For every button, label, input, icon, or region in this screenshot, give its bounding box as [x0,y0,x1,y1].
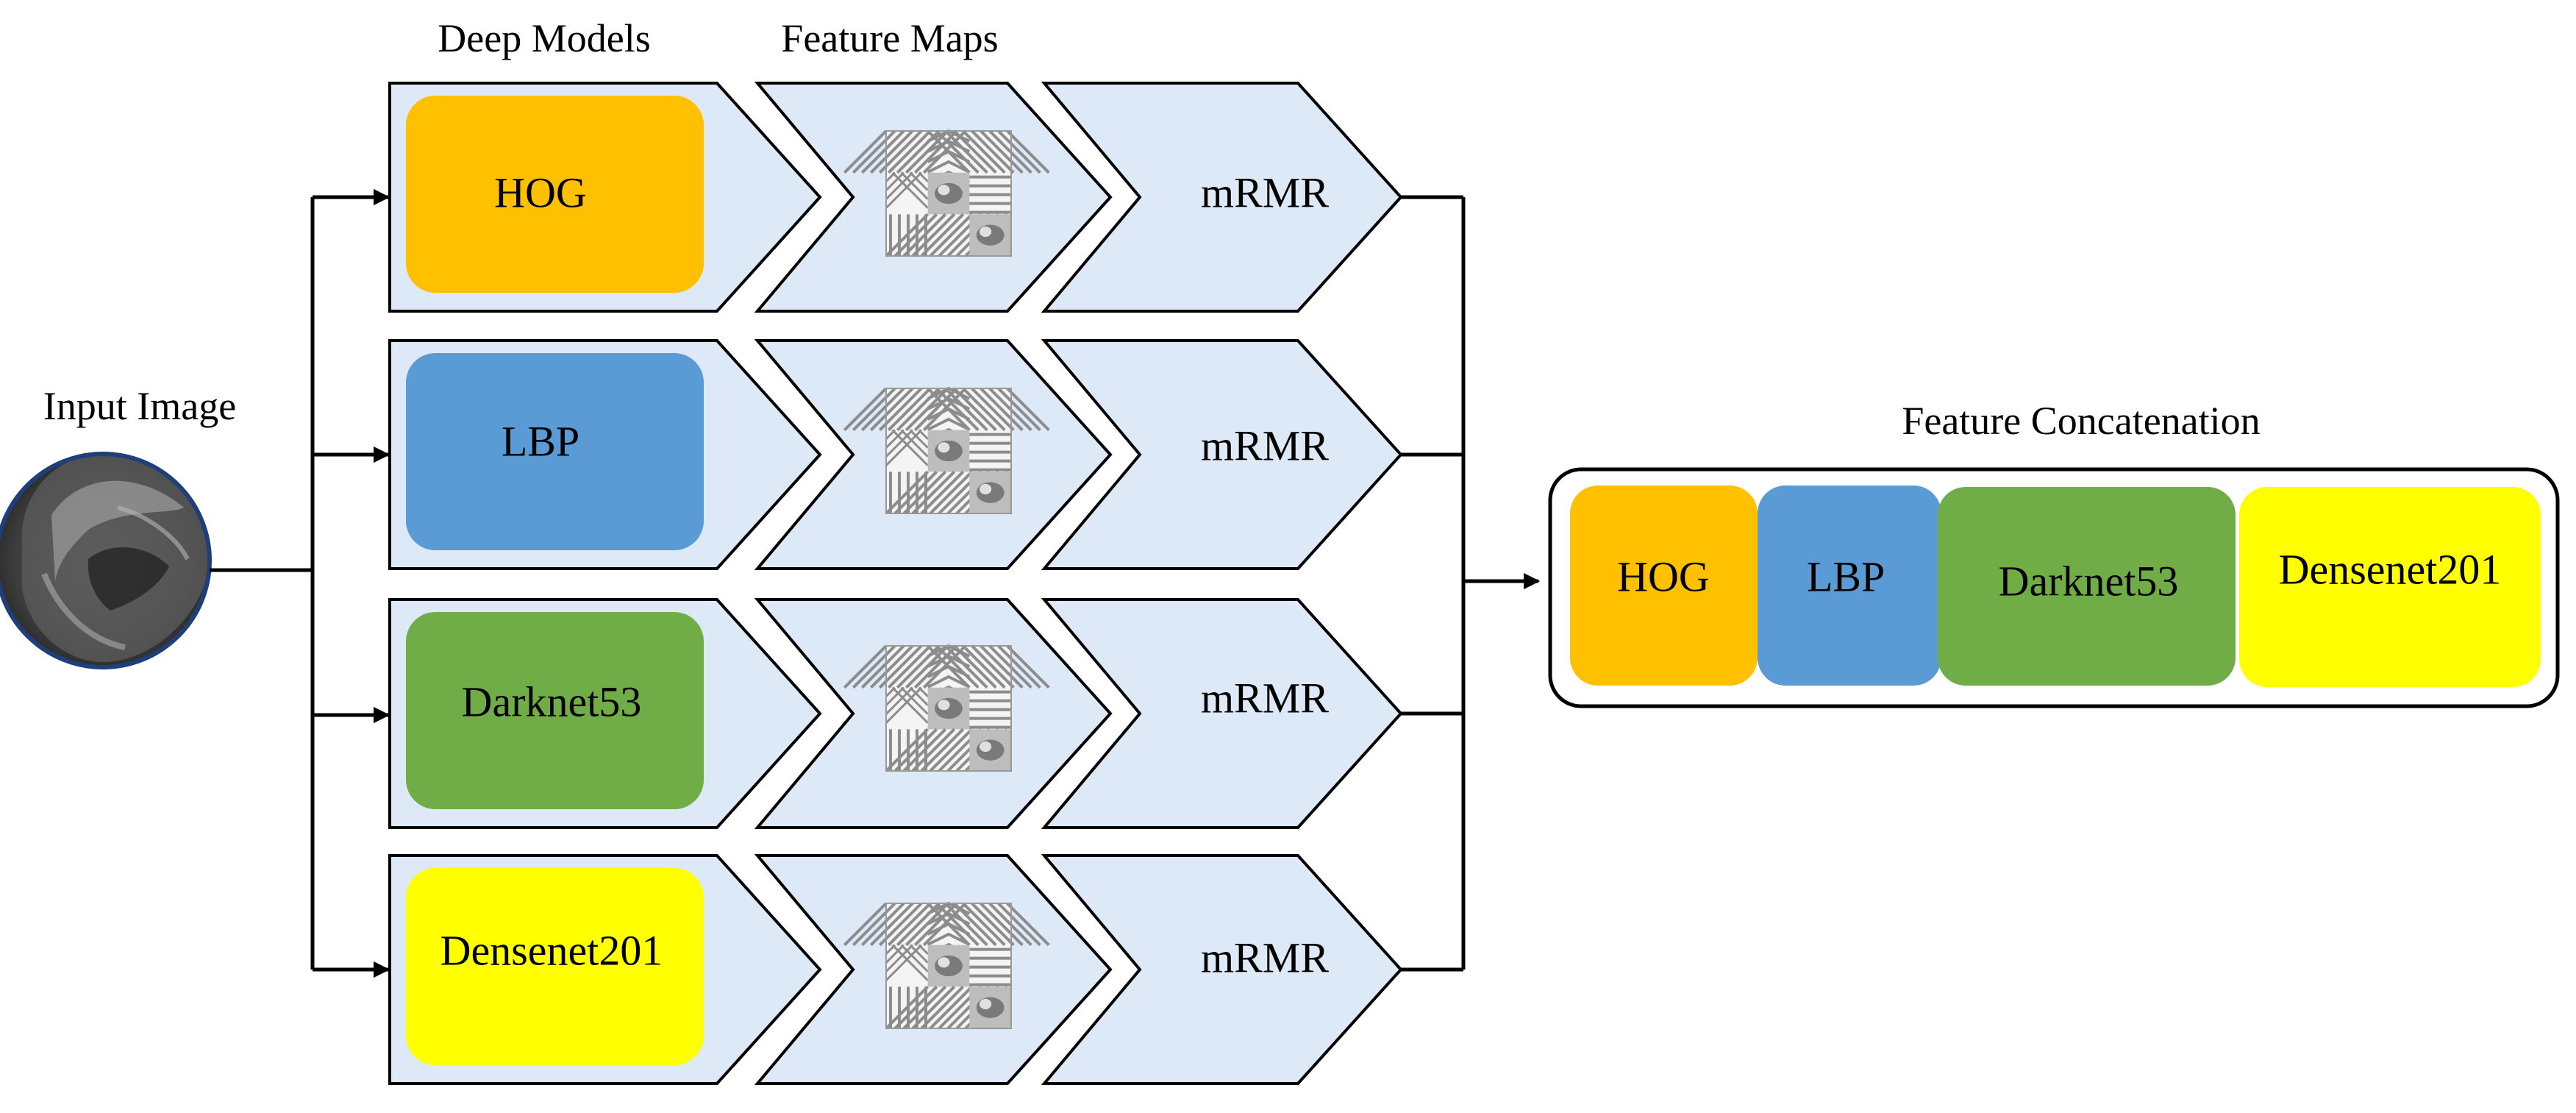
pipeline-row-lbp: LBP mRMR [388,339,1403,570]
feature-map-icon [843,129,1050,257]
mrmr-label: mRMR [1201,422,1329,469]
mrmr-chevron [1041,598,1403,829]
mrmr-chevron [1041,854,1403,1085]
feature-map-icon [843,644,1050,772]
pipeline-row-hog: HOG mRMR [388,82,1403,313]
feature-concatenation-box: HOG LBP Darknet53 Densenet201 [1548,467,2560,708]
concat-segment-darknet53 [1938,487,2236,686]
mrmr-chevron [1041,339,1403,570]
input-image-label: Input Image [43,384,236,428]
pipeline-row-darknet53: Darknet53 mRMR [388,598,1403,829]
pipeline-row-densenet201: Densenet201 mRMR [388,854,1403,1085]
model-box [406,96,704,293]
concat-segment-densenet201 [2239,487,2541,687]
concat-label-hog: HOG [1617,552,1710,600]
input-brain-image [0,452,212,669]
mrmr-chevron [1041,82,1403,313]
concat-segment-lbp [1758,486,1941,686]
mrmr-label: mRMR [1201,674,1329,722]
feature-map-icon [843,901,1050,1030]
mrmr-label: mRMR [1201,934,1329,981]
model-label: LBP [502,417,579,465]
concat-segment-hog [1570,486,1758,686]
model-box [406,868,704,1065]
deep-models-header: Deep Models [438,16,650,60]
concat-label-lbp: LBP [1807,552,1885,600]
model-box [406,612,704,809]
concat-label-densenet201: Densenet201 [2279,545,2502,593]
feature-maps-header: Feature Maps [781,16,998,60]
model-label: Densenet201 [440,926,663,974]
feature-map-icon [843,386,1050,515]
feature-concatenation-header: Feature Concatenation [1902,399,2260,443]
input-branch-connectors [210,188,390,978]
model-box [406,353,704,550]
model-label: Darknet53 [462,678,642,725]
concat-label-darknet53: Darknet53 [1999,557,2179,605]
merge-connectors [1401,195,1541,972]
mrmr-label: mRMR [1201,168,1329,216]
model-label: HOG [494,168,587,216]
